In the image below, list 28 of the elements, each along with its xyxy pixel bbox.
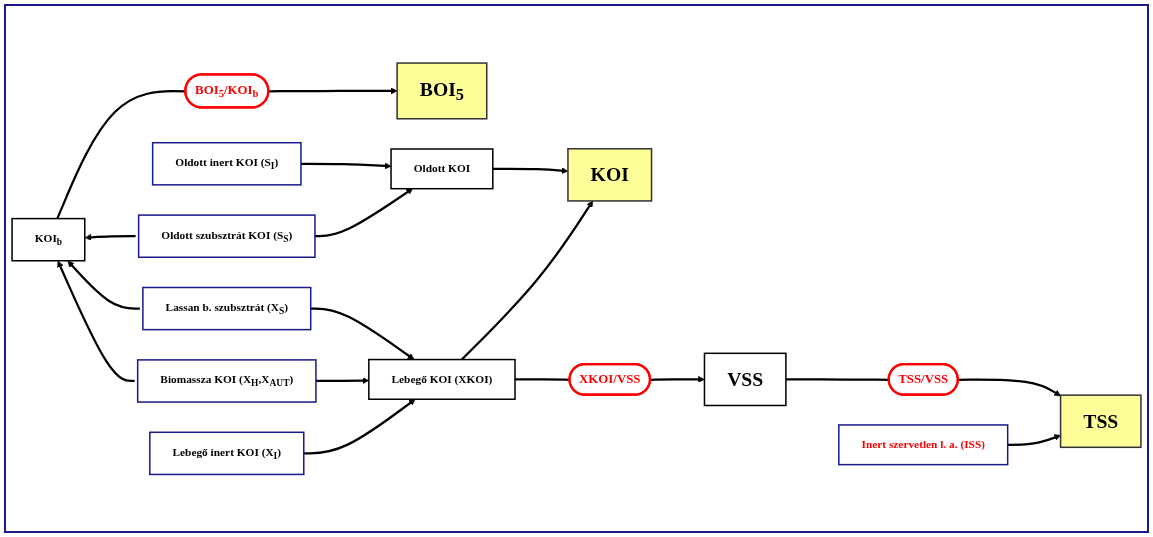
- arrow: [57, 260, 135, 382]
- arrow: [461, 200, 594, 361]
- node-box: TSS: [1059, 394, 1142, 448]
- node-box: Lassan b. szubsztrát (X$_{S}$): [142, 286, 312, 331]
- arrow: [314, 188, 413, 238]
- node-box: BOI$_{5}$: [396, 62, 488, 120]
- arrow: [310, 307, 415, 360]
- arrow: [67, 260, 140, 310]
- arrow: [300, 162, 392, 170]
- arrow: [650, 375, 705, 383]
- node-box: KOI$_{b}$: [11, 217, 86, 262]
- arrow: [958, 378, 1061, 397]
- node-box: Lebegő inert KOI (X$_{I}$): [149, 431, 305, 475]
- connector: [56, 89, 186, 219]
- connector: [515, 378, 570, 381]
- node-box: Biomassza KOI (X$_{H}$,X$_{AUT}$): [136, 358, 317, 403]
- connector: [785, 378, 890, 381]
- arrow: [268, 87, 398, 94]
- node-box: KOI: [567, 147, 653, 202]
- node-box: Lebegő KOI (XKOI): [368, 358, 516, 400]
- node-box: Oldott KOI: [390, 148, 494, 190]
- node-box: Oldott szubsztrát KOI (S$_{S}$): [137, 214, 316, 258]
- node-box: VSS: [703, 352, 787, 406]
- arrow: [84, 233, 136, 241]
- node-box: Inert szervetlen l. a. (ISS): [838, 423, 1009, 466]
- arrow: [1007, 434, 1061, 446]
- node-box: Oldott inert KOI (S$_{I}$): [151, 141, 302, 186]
- arrow: [303, 398, 416, 455]
